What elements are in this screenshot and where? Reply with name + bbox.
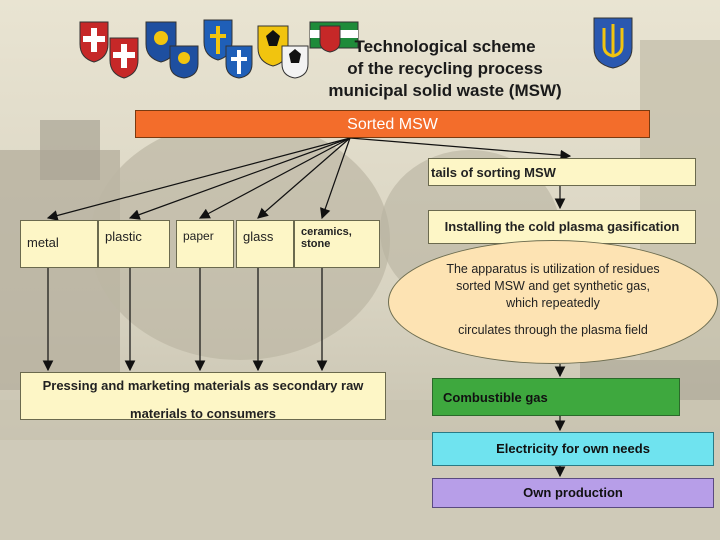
title-line: municipal solid waste (MSW)	[328, 81, 562, 100]
page-title: Technological scheme of the recycling pr…	[300, 36, 590, 102]
apparatus-text: The apparatus is utilization of residues…	[446, 262, 660, 310]
title-line: of the recycling process	[347, 59, 543, 78]
coat-of-arms-icon	[203, 19, 253, 79]
electricity-box: Electricity for own needs	[432, 432, 714, 466]
material-box-ceramics: ceramics, stone	[294, 220, 380, 268]
material-box-glass: glass	[236, 220, 294, 268]
coats-of-arms	[79, 19, 359, 79]
pressing-line-1: Pressing and marketing materials as seco…	[42, 378, 364, 393]
coat-of-arms-icon	[79, 21, 139, 79]
pressing-box: Pressing and marketing materials as seco…	[20, 372, 386, 421]
combustible-gas-box: Combustible gas	[432, 378, 680, 416]
apparatus-text-2: circulates through the plasma field	[458, 323, 648, 337]
coat-of-arms-icon	[145, 21, 199, 79]
material-box-metal: metal	[20, 220, 98, 268]
pressing-line-2: materials to consumers	[130, 406, 276, 421]
sorted-msw-box: Sorted MSW	[135, 110, 650, 138]
coat-of-arms-icon	[309, 21, 359, 53]
title-line: Technological scheme	[354, 37, 536, 56]
trident-icon	[593, 17, 633, 69]
material-box-paper: paper	[176, 220, 234, 268]
apparatus-ellipse: The apparatus is utilization of residues…	[388, 240, 718, 364]
own-production-box: Own production	[432, 478, 714, 508]
coat-of-arms-icon	[257, 25, 309, 79]
material-box-plastic: plastic	[98, 220, 170, 268]
tails-box: tails of sorting MSW	[428, 158, 696, 186]
plasma-install-box: Installing the cold plasma gasification	[428, 210, 696, 244]
